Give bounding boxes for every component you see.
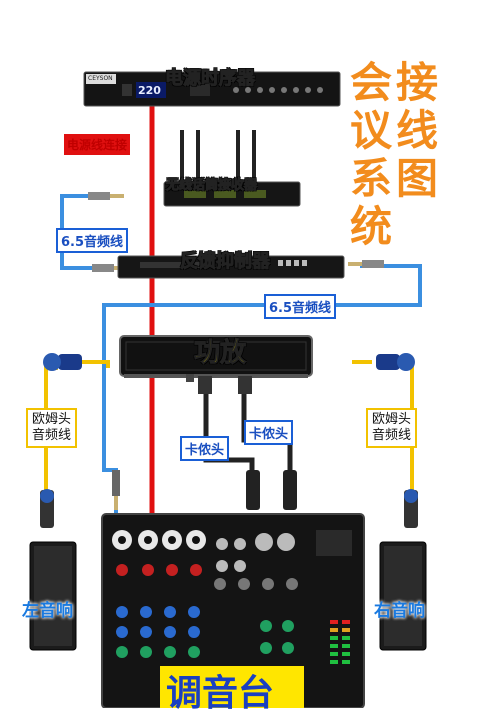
speakon-label-right: 欧姆头 音频线: [366, 408, 418, 448]
power-sequencer-brand: CEYSON: [88, 75, 113, 82]
title-char-5: 系: [350, 154, 393, 203]
feedback-suppressor: [117, 255, 345, 279]
left-speaker: [29, 541, 77, 651]
mixer-xlr-plugs: [246, 470, 297, 510]
power-sequencer: [83, 71, 341, 107]
jack-plug-suppressor-out: [348, 260, 384, 268]
title-char-1: 会: [350, 58, 393, 107]
title-char-3: 议: [350, 106, 393, 155]
speakon-label-left: 欧姆头 音频线: [26, 408, 78, 448]
right-speaker: [379, 541, 427, 651]
xlr-label-left: 卡侬头: [180, 436, 230, 461]
power-sequencer-display: 220: [138, 84, 161, 97]
wireless-receiver-label: 无线话筒接收器: [165, 178, 258, 194]
jack-plug-receiver: [88, 192, 124, 200]
audio-cable-label-left: 6.5音频线: [56, 228, 129, 253]
mixer: [101, 513, 365, 708]
amp-xlr-connectors: [186, 374, 252, 394]
power-cable-label: 电源线连接: [64, 134, 131, 155]
feedback-suppressor-label: 反馈抑制器: [180, 251, 271, 273]
title-char-2: 接: [396, 58, 439, 107]
amplifier-label: 功放: [193, 338, 247, 369]
title-char-7: 统: [350, 202, 393, 251]
xlr-label-right: 卡侬头: [244, 420, 294, 445]
amplifier: [119, 335, 313, 378]
title-char-6: 图: [396, 154, 439, 203]
power-sequencer-label: 电源时序器: [165, 68, 256, 90]
audio-cable-label-right: 6.5音频线: [264, 294, 337, 319]
jack-plug-mixer: [112, 470, 120, 510]
mixer-label: 调音台: [166, 673, 275, 714]
wireless-receiver: [163, 130, 301, 207]
right-speaker-label: 右音响: [374, 601, 425, 621]
left-speaker-label: 左音响: [22, 601, 73, 621]
speakon-plugs: [40, 353, 418, 528]
title-char-4: 线: [396, 106, 439, 155]
